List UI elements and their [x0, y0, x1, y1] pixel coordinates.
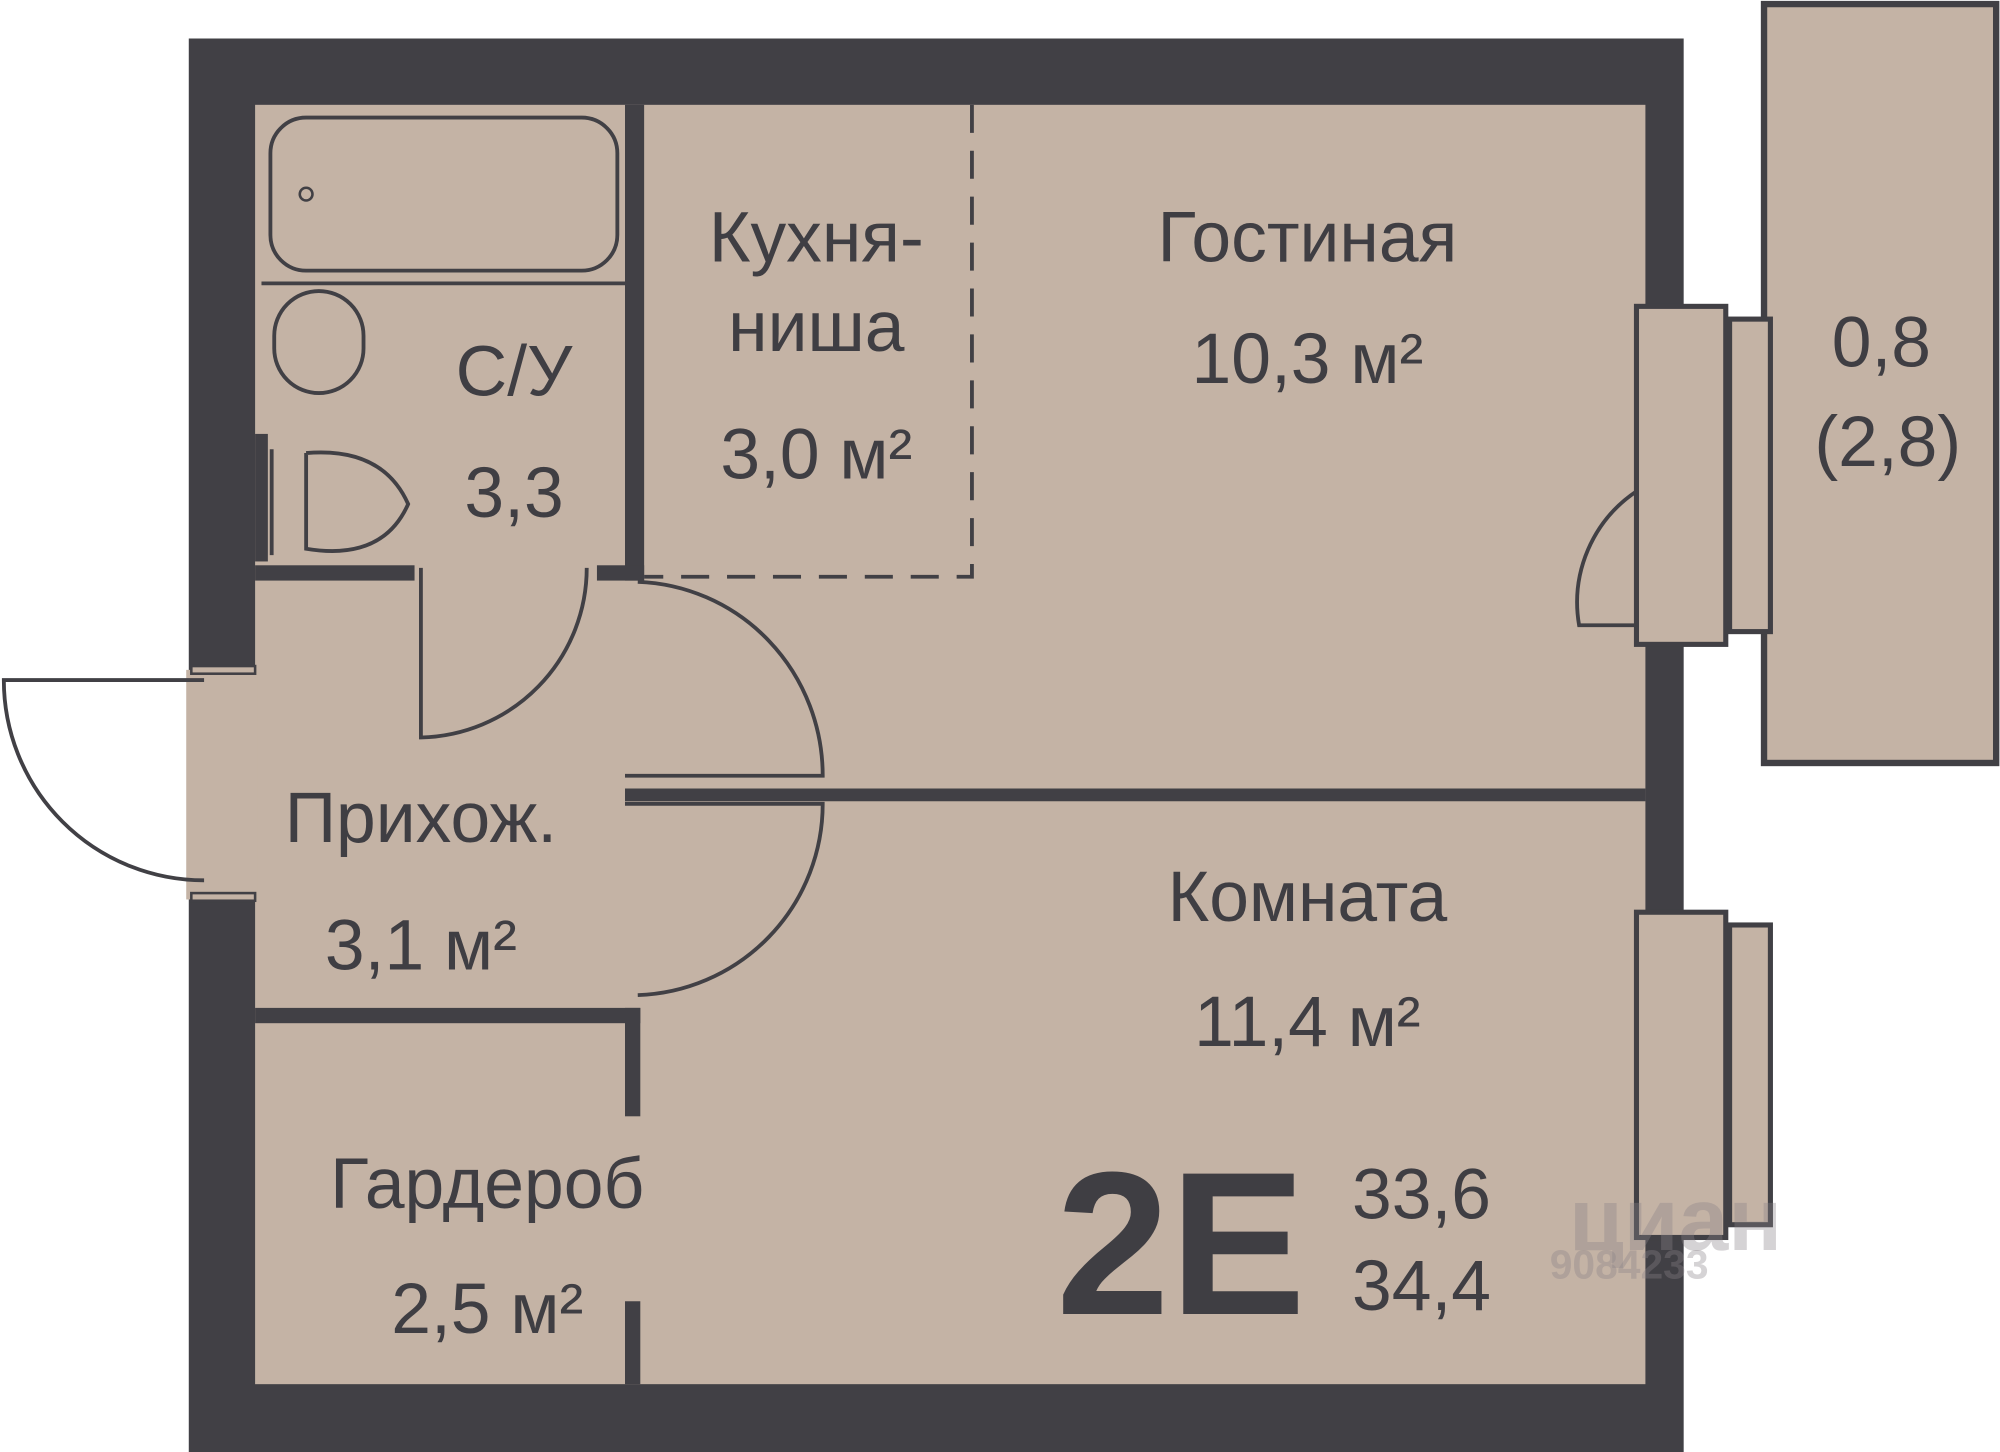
- balcony-door: [1575, 489, 1638, 628]
- room-label-bathroom: С/У: [456, 332, 573, 412]
- window-living: [1633, 303, 1773, 647]
- entrance-door: [1, 678, 205, 883]
- balcony: [1760, 0, 2000, 767]
- room-label-living: Гостиная: [1158, 198, 1458, 278]
- watermark-phone: 9084233: [1550, 1241, 1709, 1287]
- room-area-bathroom: 3,3: [464, 453, 563, 533]
- balcony-area-full: (2,8): [1814, 402, 1961, 482]
- floor: [255, 104, 1646, 1385]
- room-label-wardrobe: Гардероб: [330, 1144, 644, 1224]
- total-area: 33,6: [1352, 1154, 1491, 1234]
- watermark-cian: циан: [1569, 1169, 1782, 1269]
- unit-code: 2E: [1056, 1130, 1306, 1358]
- room-area-wardrobe: 2,5 м²: [391, 1269, 583, 1349]
- window-room: [1633, 909, 1773, 1241]
- bathtub-icon: [268, 115, 620, 273]
- room-area-kitchen: 3,0 м²: [720, 415, 912, 495]
- total-area-balcony: 34,4: [1352, 1246, 1491, 1326]
- room-label-room: Комната: [1168, 857, 1448, 937]
- room-label-hall: Прихож.: [285, 778, 557, 858]
- room-area-living: 10,3 м²: [1192, 319, 1424, 399]
- balcony-area: 0,8: [1832, 302, 1931, 382]
- svg-text:estate: estate: [1783, 1372, 1998, 1452]
- interior-walls: [255, 104, 1646, 1385]
- restate-logo: estate: [1702, 1358, 2000, 1452]
- living-door: [625, 579, 825, 778]
- room-area-room: 11,4 м²: [1194, 982, 1420, 1062]
- bathroom-door: [419, 567, 589, 740]
- toilet-icon: [269, 449, 411, 556]
- room-door: [625, 801, 825, 998]
- entrance-opening: [186, 669, 258, 900]
- kitchen-boundary: [644, 104, 974, 579]
- room-label-kitchen: Кухня-: [709, 198, 924, 278]
- room-label-kitchen-2: ниша: [728, 287, 905, 367]
- room-area-hall: 3,1 м²: [325, 906, 517, 986]
- sink-icon: [272, 289, 366, 396]
